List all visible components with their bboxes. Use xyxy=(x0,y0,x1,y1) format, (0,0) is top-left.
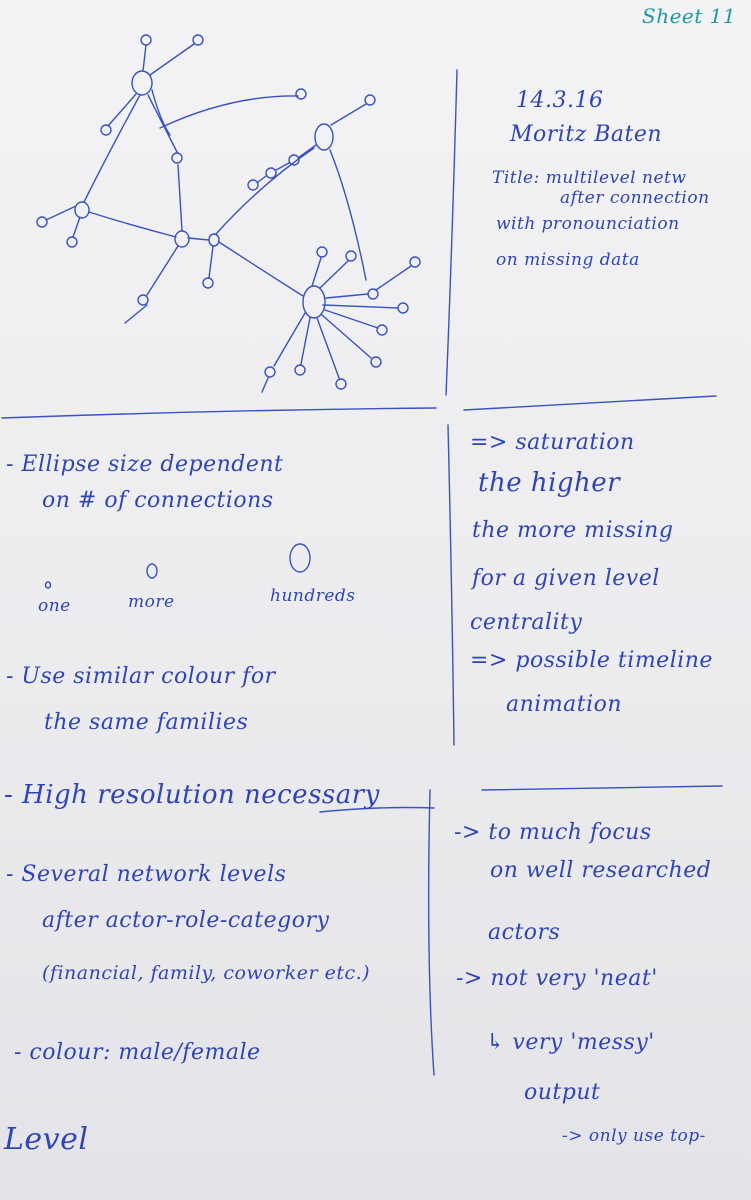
network-hub-node xyxy=(314,123,334,151)
sheet-label: Sheet 11 xyxy=(642,4,737,28)
right-note-line: on well researched xyxy=(490,858,712,883)
header-author: Moritz Baten xyxy=(510,122,663,147)
saturation-line: the more missing xyxy=(472,518,674,543)
colour-note-line: the same families xyxy=(44,710,249,735)
right-note-line: ↳ very 'messy' xyxy=(486,1030,655,1055)
network-hub-node xyxy=(174,230,190,248)
size-example-label: hundreds xyxy=(270,586,356,606)
saturation-line: for a given level xyxy=(472,566,660,591)
right-note-line: actors xyxy=(488,920,561,945)
title-line: after connection xyxy=(560,188,710,208)
size-example-more-icon xyxy=(146,563,158,579)
network-hub-node xyxy=(131,70,153,96)
saturation-line: the higher xyxy=(478,468,621,498)
right-note-line: -> to much focus xyxy=(454,820,652,845)
network-hub-node xyxy=(208,233,220,247)
divider-horizontal-right xyxy=(463,395,717,411)
divider-vertical-top xyxy=(445,69,458,396)
underline xyxy=(319,806,435,813)
header-date: 14.3.16 xyxy=(516,88,604,113)
ellipse-note-line: - Ellipse size dependent xyxy=(6,452,284,477)
resolution-note: - High resolution necessary xyxy=(4,780,380,810)
levels-note-line: (financial, family, coworker etc.) xyxy=(42,962,371,984)
colour-note-line: - Use similar colour for xyxy=(6,664,276,689)
title-line: on missing data xyxy=(496,250,640,270)
network-edges xyxy=(45,43,412,393)
right-note-line: -> not very 'neat' xyxy=(456,966,658,991)
divider-horizontal-lower-right xyxy=(481,785,723,791)
divider-vertical-bottom xyxy=(427,789,435,1076)
divider-horizontal-left xyxy=(1,407,437,419)
network-hub-node xyxy=(302,285,326,319)
saturation-line: => saturation xyxy=(470,430,635,455)
levels-note-line: after actor-role-category xyxy=(42,908,330,933)
network-leaf-nodes xyxy=(36,34,421,390)
footer-label: Level xyxy=(4,1122,89,1157)
ellipse-note-line: on # of connections xyxy=(42,488,274,513)
size-example-hundreds-icon xyxy=(289,543,311,573)
network-hub-node xyxy=(74,201,90,219)
saturation-line: centrality xyxy=(470,610,583,635)
saturation-line: => possible timeline xyxy=(470,648,713,673)
right-note-line: -> only use top- xyxy=(562,1126,706,1146)
gender-colour-note: - colour: male/female xyxy=(14,1040,261,1065)
divider-vertical-mid xyxy=(447,424,455,746)
title-line: with pronounciation xyxy=(496,214,680,234)
title-line: Title: multilevel netw xyxy=(492,168,687,188)
size-example-label: one xyxy=(38,596,71,616)
levels-note-line: - Several network levels xyxy=(6,862,287,887)
size-example-one-icon xyxy=(44,581,52,589)
right-note-line: output xyxy=(524,1080,601,1105)
saturation-line: animation xyxy=(506,692,623,717)
size-example-label: more xyxy=(128,592,175,612)
